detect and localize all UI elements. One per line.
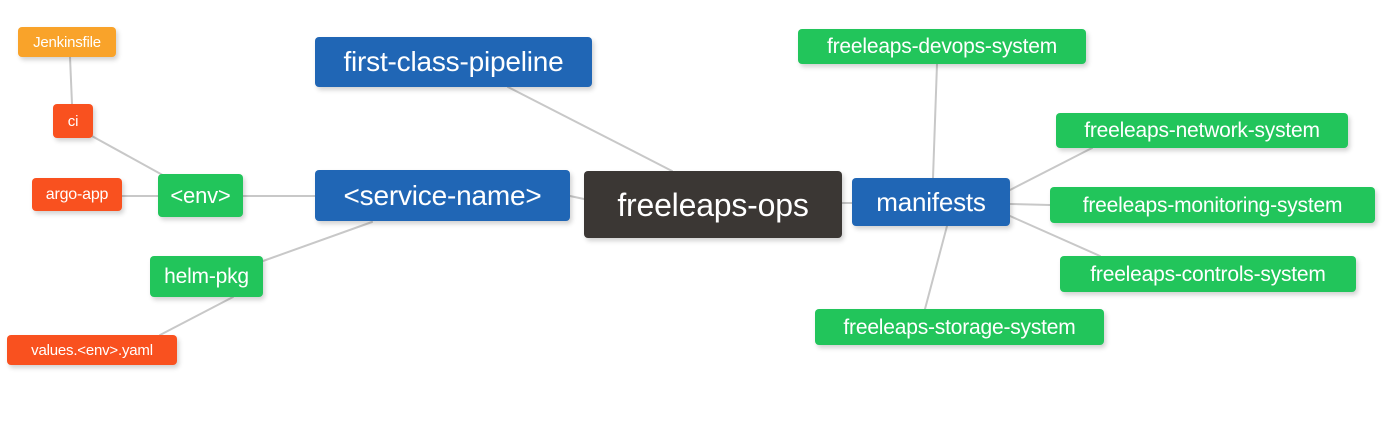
node-freeleaps-storage-system[interactable]: freeleaps-storage-system (815, 309, 1104, 345)
node-service-name[interactable]: <service-name> (315, 170, 570, 221)
edge-ci-to-env (89, 134, 169, 179)
node-helm-pkg[interactable]: helm-pkg (150, 256, 263, 297)
node-first-class-pipeline[interactable]: first-class-pipeline (315, 37, 592, 87)
node-argo-app[interactable]: argo-app (32, 178, 122, 211)
edge-jenkinsfile-to-ci (69, 56, 73, 105)
edge-manifests-to-freeleaps-devops-system (932, 63, 938, 179)
node-values-env-yaml[interactable]: values.<env>.yaml (7, 335, 177, 365)
node-freeleaps-network-system[interactable]: freeleaps-network-system (1056, 113, 1348, 148)
edge-manifests-to-freeleaps-storage-system (924, 225, 948, 310)
node-ci[interactable]: ci (53, 104, 93, 138)
node-manifests[interactable]: manifests (852, 178, 1010, 226)
edge-manifests-to-freeleaps-monitoring-system (1009, 203, 1051, 206)
edge-manifests-to-freeleaps-network-system (1009, 147, 1093, 191)
node-freeleaps-devops-system[interactable]: freeleaps-devops-system (798, 29, 1086, 64)
node-jenkinsfile[interactable]: Jenkinsfile (18, 27, 116, 57)
edge-values-env-yaml-to-helm-pkg (159, 296, 234, 336)
edge-first-class-pipeline-to-freeleaps-ops (507, 86, 673, 172)
edge-helm-pkg-to-service-name (262, 221, 373, 262)
edge-service-name-to-freeleaps-ops (569, 195, 585, 200)
node-env[interactable]: <env> (158, 174, 243, 217)
node-freeleaps-monitoring-system[interactable]: freeleaps-monitoring-system (1050, 187, 1375, 223)
node-freeleaps-controls-system[interactable]: freeleaps-controls-system (1060, 256, 1356, 292)
node-freeleaps-ops[interactable]: freeleaps-ops (584, 171, 842, 238)
